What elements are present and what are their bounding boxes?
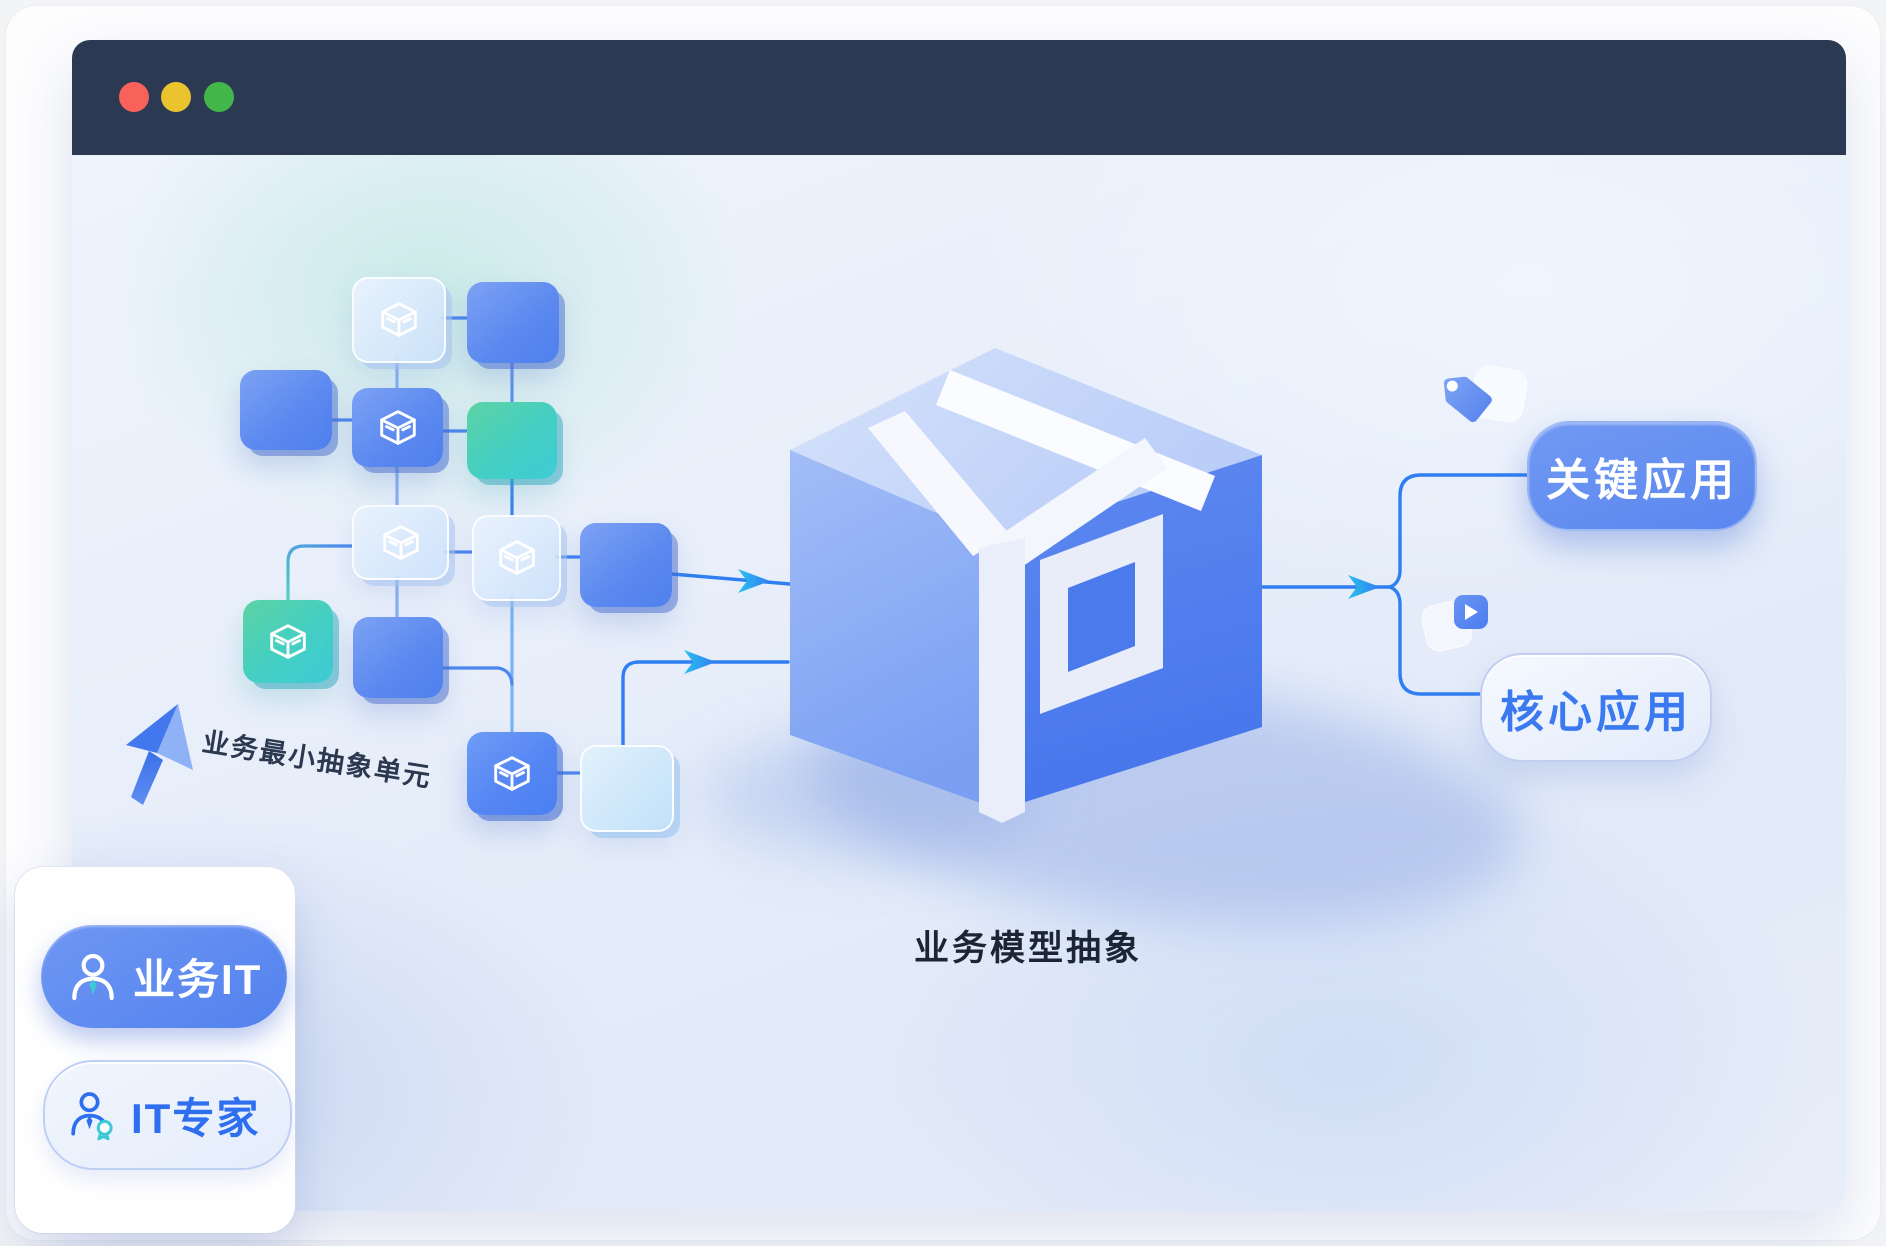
cube-caption: 业务模型抽象 [913, 929, 1142, 968]
unit-node [352, 388, 443, 467]
cube-outline-icon [376, 297, 422, 343]
it-expert-button[interactable]: IT专家 [43, 1060, 292, 1170]
unit-node [353, 617, 443, 698]
legend-card: 业务IT IT专家 [15, 867, 295, 1233]
traffic-light-minimize[interactable] [161, 82, 191, 112]
browser-window [72, 40, 1846, 1211]
cube-outline-icon [489, 751, 535, 797]
unit-node [467, 282, 559, 363]
unit-node [352, 505, 449, 580]
unit-node [472, 515, 561, 601]
cube-outline-icon [494, 535, 540, 581]
unit-node [243, 600, 333, 683]
core-apps-button[interactable]: 核心应用 [1480, 653, 1712, 762]
unit-node [580, 745, 674, 832]
window-header [72, 40, 1846, 155]
business-it-label: 业务IT [133, 956, 263, 1003]
key-apps-button[interactable]: 关键应用 [1527, 421, 1757, 531]
business-it-button[interactable]: 业务IT [41, 925, 287, 1028]
unit-node [352, 277, 446, 363]
media-play-icon [1418, 583, 1503, 668]
person-expert-icon [71, 1092, 113, 1141]
unit-node [467, 732, 557, 815]
cube-outline-icon [265, 619, 311, 665]
tags-icon [1435, 360, 1530, 455]
unit-node [580, 523, 672, 607]
cube-outline-icon [378, 520, 424, 566]
unit-node [240, 370, 332, 450]
core-apps-label: 核心应用 [1500, 687, 1692, 737]
it-expert-label: IT专家 [131, 1094, 261, 1142]
traffic-light-close[interactable] [119, 82, 149, 112]
traffic-light-maximize[interactable] [204, 82, 234, 112]
key-apps-label: 关键应用 [1546, 456, 1738, 505]
unit-node [467, 402, 557, 479]
cube-outline-icon [375, 405, 421, 451]
person-icon [72, 953, 114, 1000]
